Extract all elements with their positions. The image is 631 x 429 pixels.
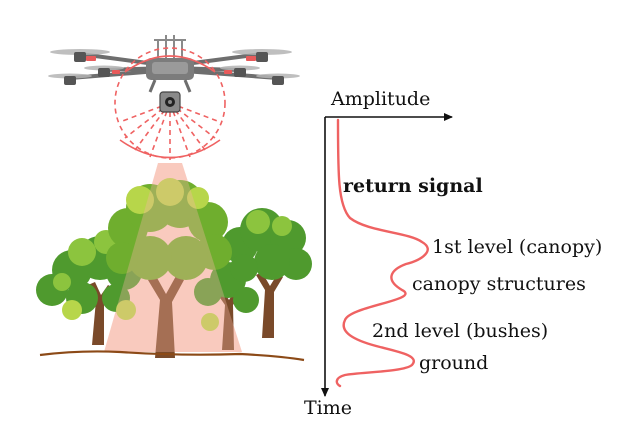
ground-line: [39, 350, 305, 362]
lidar-sensor-icon: [159, 91, 181, 113]
time-axis-label: Time: [304, 397, 353, 419]
drone-icon: [48, 35, 300, 93]
ground-label: ground: [419, 352, 489, 374]
return-signal-curve: [335, 118, 429, 388]
trees-illustration: [36, 178, 312, 358]
canopy-structures-label: canopy structures: [412, 273, 586, 295]
laser-beam-overlay: [104, 163, 242, 352]
first-level-label: 1st level (canopy): [432, 236, 603, 258]
second-level-label: 2nd level (bushes): [372, 320, 549, 342]
amplitude-axis-label: Amplitude: [331, 88, 431, 110]
return-signal-label: return signal: [343, 175, 483, 197]
